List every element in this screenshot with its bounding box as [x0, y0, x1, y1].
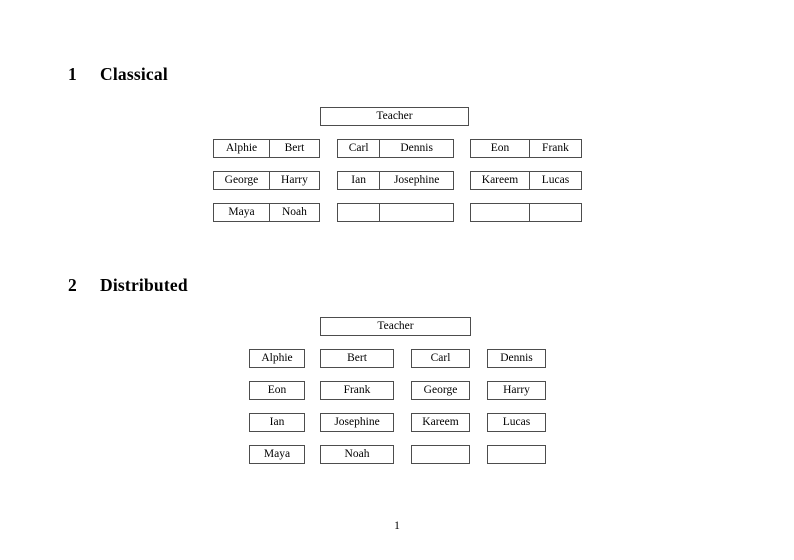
student-box[interactable]: Noah	[268, 204, 319, 221]
section-heading-classical: 1 Classical	[68, 64, 168, 84]
classical-middle-group-row-1[interactable]: Carl Dennis	[337, 139, 454, 158]
student-box[interactable]: Carl	[411, 349, 470, 368]
student-box-empty[interactable]	[379, 204, 453, 221]
student-box[interactable]: Noah	[320, 445, 394, 464]
student-box[interactable]: Josephine	[320, 413, 394, 432]
classical-left-group-row-2[interactable]: George Harry	[213, 171, 320, 190]
classical-left-group-row-3[interactable]: Maya Noah	[213, 203, 320, 222]
student-box[interactable]: Frank	[528, 140, 581, 157]
student-box[interactable]: Alphie	[225, 142, 258, 154]
section-title: Classical	[100, 64, 168, 84]
student-box-empty[interactable]	[471, 204, 529, 221]
student-box[interactable]: Maya	[228, 206, 255, 218]
classical-right-group-row-3[interactable]	[470, 203, 582, 222]
student-box[interactable]: Bert	[320, 349, 394, 368]
student-box[interactable]: Ian	[249, 413, 305, 432]
classical-right-group-row-2[interactable]: Kareem Lucas	[470, 171, 582, 190]
classical-right-group-row-1[interactable]: Eon Frank	[470, 139, 582, 158]
classical-left-group-row-1[interactable]: Alphie Bert	[213, 139, 320, 158]
student-box[interactable]: Alphie	[249, 349, 305, 368]
student-box[interactable]: Dennis	[379, 140, 453, 157]
student-box[interactable]: Lucas	[528, 172, 581, 189]
student-box[interactable]: Carl	[348, 142, 369, 154]
student-box[interactable]: Eon	[490, 142, 510, 154]
student-box[interactable]: George	[411, 381, 470, 400]
student-box[interactable]: Kareem	[411, 413, 470, 432]
section-title: Distributed	[100, 275, 188, 295]
student-box[interactable]: Lucas	[487, 413, 546, 432]
student-box[interactable]: Frank	[320, 381, 394, 400]
page-number: 1	[394, 520, 400, 532]
classical-middle-group-row-3[interactable]	[337, 203, 454, 222]
student-box[interactable]: Bert	[268, 140, 319, 157]
student-box[interactable]: Eon	[249, 381, 305, 400]
student-box[interactable]: Ian	[351, 174, 366, 186]
student-box-empty[interactable]	[411, 445, 470, 464]
student-box[interactable]: Kareem	[481, 174, 519, 186]
student-box[interactable]: George	[224, 174, 259, 186]
section-number: 1	[68, 64, 77, 84]
section-heading-distributed: 2 Distributed	[68, 275, 188, 295]
student-box[interactable]: Maya	[249, 445, 305, 464]
distributed-teacher-box[interactable]: Teacher	[320, 317, 471, 336]
student-box-empty[interactable]	[338, 204, 379, 221]
student-box[interactable]: Harry	[487, 381, 546, 400]
section-number: 2	[68, 275, 77, 295]
student-box[interactable]: Harry	[268, 172, 319, 189]
student-box[interactable]: Josephine	[379, 172, 453, 189]
classical-middle-group-row-2[interactable]: Ian Josephine	[337, 171, 454, 190]
student-box[interactable]: Dennis	[487, 349, 546, 368]
student-box-empty[interactable]	[487, 445, 546, 464]
classical-teacher-box[interactable]: Teacher	[320, 107, 469, 126]
student-box-empty[interactable]	[528, 204, 581, 221]
